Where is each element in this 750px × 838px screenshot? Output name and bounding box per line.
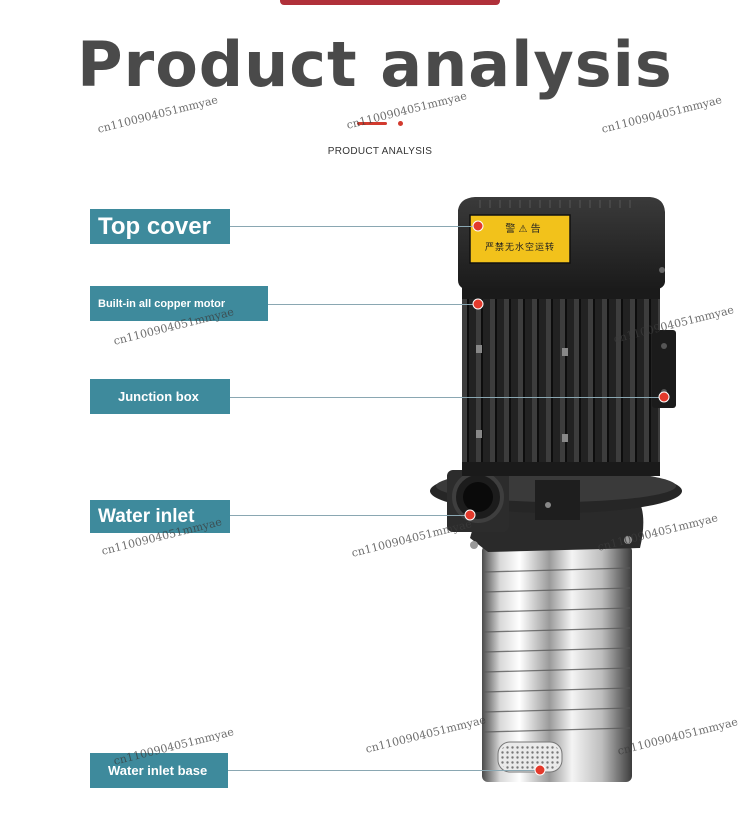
leader-line-junction-box	[230, 397, 664, 398]
water-inlet-port	[447, 470, 509, 532]
label-top-cover: Top cover	[90, 209, 230, 244]
leader-line-water-inlet-base	[228, 770, 540, 771]
leader-line-water-inlet	[230, 515, 470, 516]
motor-marker	[472, 298, 484, 310]
leader-line-motor	[268, 304, 478, 305]
junction-box-marker	[658, 391, 670, 403]
top-accent-bar	[280, 0, 500, 5]
top-cover	[458, 197, 665, 290]
page-title: Product analysis	[77, 28, 673, 101]
warning-plate-line2: 严禁无水空运转	[484, 243, 555, 253]
leader-line-top-cover	[230, 226, 478, 227]
water-inlet-marker	[464, 509, 476, 521]
label-water-inlet-base: Water inlet base	[90, 753, 228, 788]
title-decoration-dot	[398, 121, 403, 126]
label-junction-box: Junction box	[90, 379, 230, 414]
water-inlet-base-marker	[534, 764, 546, 776]
label-motor: Built-in all copper motor	[90, 286, 268, 321]
page-subtitle: PRODUCT ANALYSIS	[327, 146, 433, 157]
label-water-inlet: Water inlet	[90, 500, 230, 533]
top-cover-marker	[472, 220, 484, 232]
title-decoration	[357, 122, 387, 125]
warning-plate-line1: 警 ⚠ 告	[505, 224, 541, 235]
steel-body	[482, 545, 632, 782]
